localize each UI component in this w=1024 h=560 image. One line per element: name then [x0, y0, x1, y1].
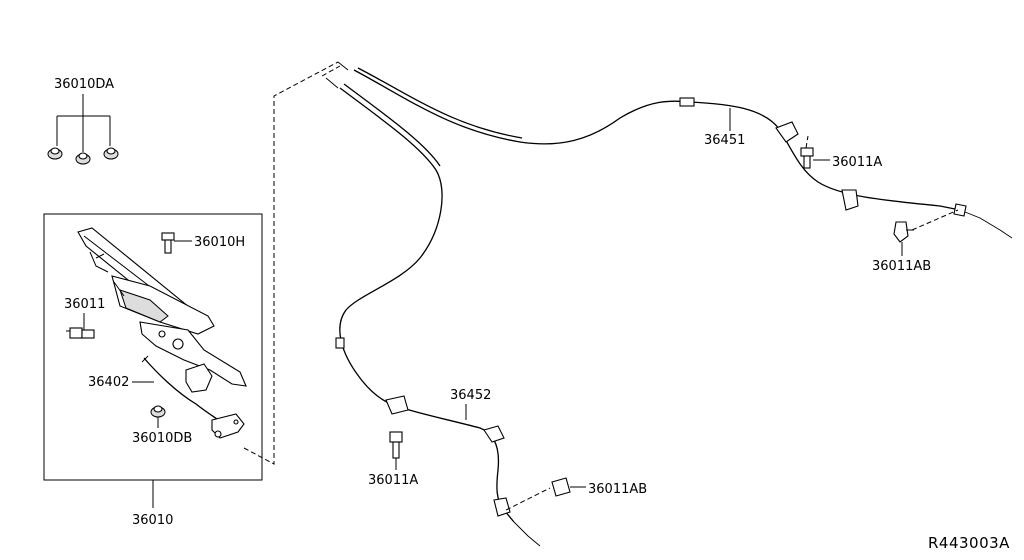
label-36010: 36010: [132, 513, 173, 528]
label-36011ab-bottom: 36011AB: [588, 482, 647, 497]
label-36010db: 36010DB: [132, 431, 192, 446]
label-36452: 36452: [450, 388, 491, 403]
bolt-36011a-bottom-icon: [389, 431, 403, 470]
label-36451: 36451: [704, 133, 745, 148]
parking-brake-lever-icon: [77, 227, 247, 393]
clip-36011ab-bottom-icon: [551, 477, 586, 497]
rear-cable-36451-icon: [337, 61, 1013, 239]
nut-icon: [47, 147, 63, 160]
connection-guide-lines: [243, 61, 341, 465]
label-36011a-top: 36011A: [832, 155, 882, 170]
clip-36011ab-right-icon: [893, 221, 914, 256]
rear-cable-36452-icon: [325, 77, 551, 547]
bolt-36010h-icon: [161, 232, 192, 254]
reference-code: R443003A: [928, 534, 1010, 552]
front-cable-36402-icon: [141, 355, 245, 439]
nut-36010db-icon: [150, 405, 166, 418]
label-36402: 36402: [88, 375, 129, 390]
label-36010h: 36010H: [194, 235, 245, 250]
label-36011ab-right: 36011AB: [872, 259, 931, 274]
nuts-36010da-group: 36010DA: [47, 77, 119, 165]
label-36010da: 36010DA: [54, 77, 114, 92]
switch-36011-icon: [66, 327, 95, 339]
label-36011a-bottom: 36011A: [368, 473, 418, 488]
nut-icon: [103, 147, 119, 160]
lever-assembly-box: 36010 36010H 36011: [43, 213, 263, 528]
bolt-36011a-top-icon: [800, 147, 830, 169]
nut-icon: [75, 152, 91, 165]
label-36011: 36011: [64, 297, 105, 312]
